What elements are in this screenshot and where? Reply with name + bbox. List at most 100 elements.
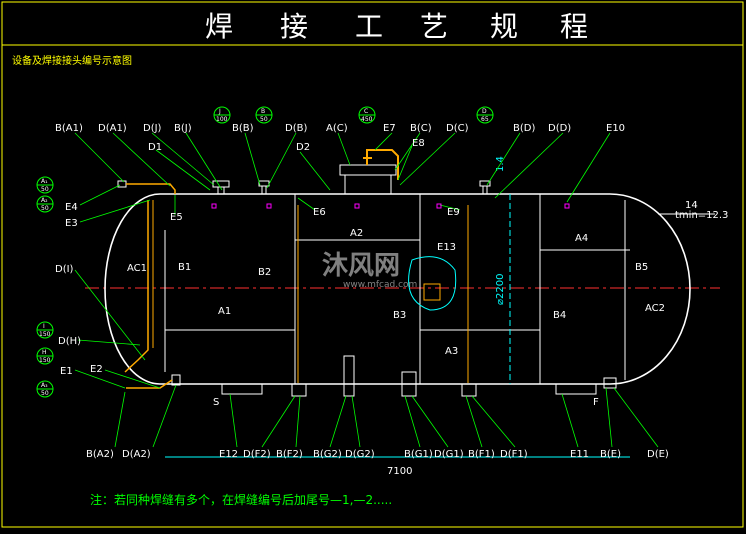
- inner-nozzle: [423, 283, 441, 301]
- weld-label: B4: [553, 310, 566, 321]
- weld-label: D(J): [143, 123, 162, 134]
- bubble-bottom: 50: [260, 116, 268, 123]
- weld-label: D1: [148, 142, 162, 153]
- manhole-flange: [339, 164, 397, 176]
- weld-label: E5: [170, 212, 183, 223]
- weld-label: B1: [178, 262, 191, 273]
- watermark-url: www.mfcad.com: [343, 280, 417, 290]
- weld-label: B(F2): [276, 449, 303, 460]
- weld-label: E6: [313, 207, 326, 218]
- saddle-right: [555, 383, 597, 395]
- nozzle-b: [258, 180, 270, 187]
- weld-label: B(A1): [55, 123, 83, 134]
- bubble-top: I: [43, 323, 45, 330]
- bubble-i: I 150: [36, 321, 54, 339]
- bubble-h: H 150: [36, 347, 54, 365]
- weld-label: E4: [65, 202, 78, 213]
- weld-label: A1: [218, 306, 231, 317]
- title-char: 艺: [420, 10, 448, 43]
- weld-label: A3: [445, 346, 458, 357]
- bubble-top: B: [261, 108, 265, 115]
- weld-label: D(D): [548, 123, 571, 134]
- watermark-text: 沐风网: [322, 251, 400, 281]
- bubble-bottom: 150: [39, 357, 51, 364]
- bubble-top: C: [364, 108, 368, 115]
- left-labels: E4 E3 E5 AC1 B1 D(I) D(H) E1 E2: [55, 202, 191, 377]
- weld-label: B(F1): [468, 449, 495, 460]
- weld-label: E9: [447, 207, 460, 218]
- davit-arm: [366, 149, 399, 180]
- weld-label: B(B): [232, 123, 254, 134]
- bubble-a1: A₁ 50: [36, 176, 54, 194]
- bubble-bottom: 50: [41, 205, 49, 212]
- subtitle: 设备及焊接接头编号示意图: [12, 54, 132, 67]
- footnote: 注：若同种焊缝有多个，在焊缝编号后加尾号—1,—2.....: [90, 492, 392, 507]
- bubble-top: D: [482, 108, 487, 115]
- diameter-label: ⌀2200: [495, 274, 506, 305]
- weld-label: D(H): [58, 336, 81, 347]
- vessel-shell: [104, 193, 691, 385]
- weld-label: D(F1): [500, 449, 528, 460]
- bubble-top: A₂: [41, 197, 48, 204]
- top-labels: B(A1) D(A1) D(J) B(J) B(B) D(B) A(C) E7 …: [55, 123, 625, 153]
- bubble-bottom: 50: [41, 186, 49, 193]
- saddle-left: [221, 383, 263, 395]
- page-title: 焊 接 工 艺 规 程: [205, 10, 588, 43]
- nozzle-g2: [343, 355, 355, 397]
- weld-label: B(G1): [404, 449, 433, 460]
- title-char: 焊: [205, 10, 233, 43]
- weld-label: B(G2): [313, 449, 342, 460]
- bubble-bottom: 150: [39, 331, 51, 338]
- bubble-d: D 65: [476, 106, 494, 124]
- weld-label: E8: [412, 138, 425, 149]
- bubble-top: A₁: [41, 178, 48, 185]
- weld-label: E11: [570, 449, 589, 460]
- bubble-bottom: 65: [481, 116, 489, 123]
- weld-label: B5: [635, 262, 648, 273]
- bubble-bottom: 100: [216, 116, 228, 123]
- title-char: 接: [280, 10, 308, 43]
- weld-label: D2: [296, 142, 310, 153]
- nozzle-b-neck: [261, 185, 267, 195]
- weld-label: E1: [60, 366, 73, 377]
- weld-label: E10: [606, 123, 625, 134]
- nozzle-a1: [117, 180, 127, 188]
- weld-label: D(A2): [122, 449, 151, 460]
- nozzle-e: [603, 377, 617, 389]
- weld-label: B(E): [600, 449, 621, 460]
- bubble-bottom: 450: [361, 116, 373, 123]
- weld-label: A2: [350, 228, 363, 239]
- title-char: 程: [560, 10, 588, 43]
- nozzle-g1: [401, 371, 417, 397]
- weld-label: D(A1): [98, 123, 127, 134]
- nozzle-d: [479, 180, 491, 187]
- bubble-j: J 100: [213, 106, 231, 124]
- weld-label: E12: [219, 449, 238, 460]
- weld-label: AC1: [127, 263, 147, 274]
- title-char: 规: [490, 10, 518, 43]
- bubble-top: H: [42, 349, 47, 356]
- weld-label: D(G2): [345, 449, 375, 460]
- weld-label: E2: [90, 364, 103, 375]
- weld-label: AC2: [645, 303, 665, 314]
- nozzle-j-neck: [217, 186, 225, 195]
- nozzle-f2: [291, 383, 307, 397]
- manhole-neck: [344, 174, 392, 195]
- weld-label: D(E): [647, 449, 669, 460]
- weld-label: A4: [575, 233, 588, 244]
- weld-label: E7: [383, 123, 396, 134]
- internal-pipe: [124, 200, 149, 373]
- bubble-a2: A₂ 50: [36, 195, 54, 213]
- weld-label: B3: [393, 310, 406, 321]
- bubble-bottom: 50: [41, 390, 49, 397]
- weld-markers: [211, 203, 570, 209]
- weld-label: E13: [437, 242, 456, 253]
- weld-label: D(G1): [434, 449, 464, 460]
- weld-label: D(F2): [243, 449, 271, 460]
- bubble-a3: A₃ 50: [36, 380, 54, 398]
- bubble-b: B 50: [255, 106, 273, 124]
- bubble-c: C 450: [358, 106, 376, 124]
- weld-label: A(C): [326, 123, 348, 134]
- thickness-label: 14: [685, 200, 698, 211]
- weld-label: B(J): [174, 123, 192, 134]
